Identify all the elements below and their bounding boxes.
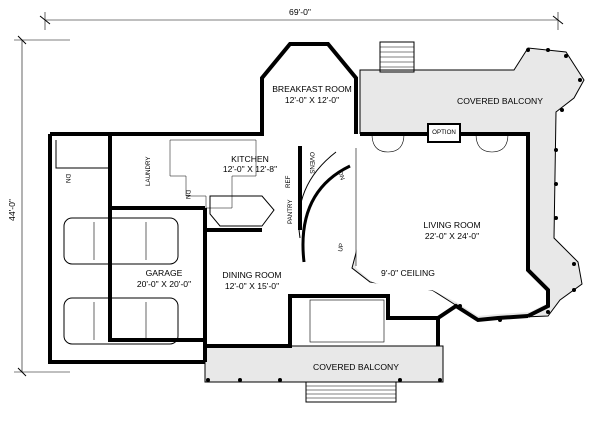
breakfast-room-size: 12'-0" X 12'-0" — [285, 95, 339, 105]
garage-stair-dn-label: DN — [64, 174, 71, 183]
kitchen-island — [209, 195, 275, 227]
pantry-label: PANTRY — [287, 199, 294, 224]
width-dimension: 69'-0" — [289, 7, 311, 17]
balcony-posts — [206, 48, 582, 382]
living-room-name: LIVING ROOM — [423, 220, 480, 230]
kitchen-size: 12'-0" X 12'-8" — [223, 164, 277, 174]
car-top — [63, 217, 179, 265]
rear-balcony-label: COVERED BALCONY — [457, 96, 543, 106]
stair-dn-label: DN — [336, 170, 346, 181]
front-balcony-label: COVERED BALCONY — [313, 362, 399, 372]
garage-size: 20'-0" X 20'-0" — [137, 279, 191, 289]
car-bottom — [63, 297, 179, 345]
living-room-size: 22'-0" X 24'-0" — [425, 231, 479, 241]
front-steps — [305, 381, 397, 403]
kitchen-stair-dn-label: DN — [184, 190, 191, 199]
living-room-floor — [356, 134, 550, 316]
depth-dimension: 44'-0" — [7, 199, 17, 221]
kitchen-name: KITCHEN — [231, 154, 269, 164]
ceiling-note: 9'-0" CEILING — [381, 268, 435, 278]
option-fireplace — [427, 123, 461, 143]
option-label: OPTION — [432, 129, 456, 136]
living-room-doors — [371, 133, 509, 153]
dining-room-size: 12'-0" X 15'-0" — [225, 281, 279, 291]
ovens-label: OVENS — [308, 152, 315, 174]
dining-room-name: DINING ROOM — [222, 270, 281, 280]
kitchen-floor — [169, 139, 257, 209]
rear-steps — [379, 41, 415, 73]
breakfast-room-name: BREAKFAST ROOM — [272, 84, 352, 94]
dimension-lines — [14, 12, 564, 377]
laundry-label: LAUNDRY — [145, 157, 152, 186]
walls — [48, 42, 550, 364]
garage-name: GARAGE — [146, 268, 183, 278]
ref-label: REF — [285, 175, 292, 188]
stair-up-label: UP — [337, 243, 345, 253]
entry-vestibule — [309, 299, 385, 343]
curved-staircase — [298, 148, 357, 266]
